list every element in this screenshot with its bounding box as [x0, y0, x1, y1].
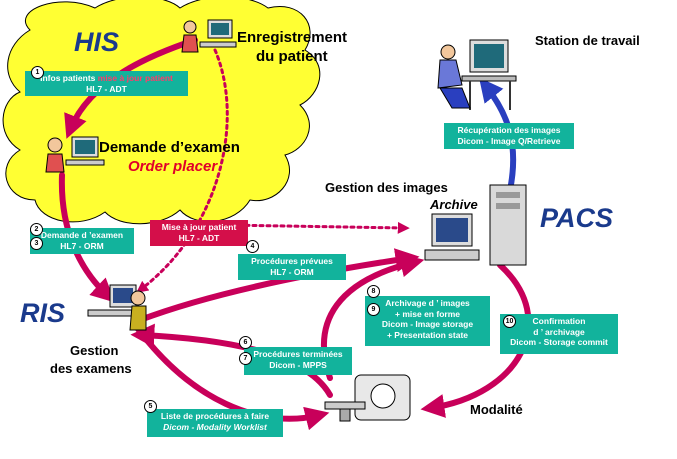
msg-1-adt: Infos patients mise à jour patient HL7 -… [25, 71, 188, 96]
arrow-ris-to-modality-worklist [132, 322, 330, 431]
msg-mise-a-jour-patient: Mise à jour patient HL7 - ADT [150, 220, 248, 246]
msg-10-line2: d ’ archivage [533, 326, 585, 337]
demande-examen-label: Demande d’examen [99, 139, 240, 156]
des-examens-label: des examens [50, 361, 132, 376]
msg-3-line1: HL7 - ORM [60, 240, 104, 251]
step-number-6: 6 [239, 336, 252, 349]
modalite-label: Modalité [470, 402, 523, 417]
msg-5-line2: Dicom - Modality Worklist [163, 421, 267, 432]
msg-4-line2: HL7 - ORM [270, 266, 314, 277]
step-number-9: 9 [367, 303, 380, 316]
msg-5-line1: Liste de procédures à faire [160, 411, 270, 421]
ris-workstation-icon [87, 284, 147, 331]
step-number-8: 8 [367, 285, 380, 298]
msg-retrieve-line1: Récupération des images [457, 125, 561, 135]
station-travail-label: Station de travail [535, 33, 640, 48]
his-cloud [2, 0, 321, 225]
his-system-label: HIS [74, 27, 120, 57]
msg-2-line1: Demande d ’examen [40, 230, 124, 240]
msg-5-modality-worklist: Liste de procédures à faire Dicom - Moda… [147, 409, 283, 437]
enregistrement-label: Enregistrement [237, 29, 348, 46]
pacs-archive-icon [424, 184, 527, 266]
msg-10-storage-commit: Confirmation d ’ archivage Dicom - Stora… [500, 314, 618, 354]
msg-6-line2: Dicom - MPPS [269, 359, 327, 370]
archive-label: Archive [430, 197, 478, 212]
msg-4-line1: Procédures prévues [251, 256, 333, 266]
step-number-7: 7 [239, 352, 252, 365]
msg-10-line1: Confirmation [532, 316, 586, 326]
dotted-arrow-update-to-ris [136, 48, 229, 293]
msg-1-line1a: Infos patients [40, 73, 96, 83]
ris-system-label: RIS [20, 298, 66, 328]
msg-10-line3: Dicom - Storage commit [510, 337, 608, 347]
msg-6-line1: Procédures terminées [253, 349, 343, 359]
order-placer-workstation-icon [45, 136, 105, 173]
msg-9-line1: Dicom - Image storage [381, 319, 474, 329]
du-patient-label: du patient [256, 48, 328, 65]
msg-8-9-image-storage: Archivage d ’ images + mise en forme Dic… [365, 296, 490, 346]
msg-8-line1: Archivage d ’ images [385, 298, 470, 308]
gestion-label: Gestion [70, 343, 119, 358]
msg-retrieve-line2: Dicom - Image Q/Retrieve [457, 135, 561, 146]
msg-4-orm: Procédures prévues HL7 - ORM [238, 254, 346, 280]
gestion-images-label: Gestion des images [325, 180, 448, 195]
step-number-4: 4 [246, 240, 259, 253]
msg-1-line1b: mise à jour patient [97, 73, 173, 83]
msg-update-line1: Mise à jour patient [161, 222, 237, 232]
step-number-5: 5 [144, 400, 157, 413]
order-placer-label: Order placer [128, 158, 218, 175]
pacs-system-label: PACS [540, 203, 614, 233]
radiologist-workstation-icon [437, 39, 517, 110]
registration-workstation-icon [181, 19, 237, 53]
msg-update-line2: HL7 - ADT [178, 232, 220, 243]
msg-1-line2: HL7 - ADT [86, 83, 127, 94]
msg-9-line2: + Presentation state [386, 329, 468, 340]
arrow-ris-to-archive [137, 248, 420, 323]
step-number-3: 3 [30, 237, 43, 250]
msg-8-line2: + mise en forme [395, 308, 460, 319]
step-number-10: 10 [503, 315, 516, 328]
msg-image-retrieve: Récupération des images Dicom - Image Q/… [444, 123, 574, 149]
step-number-2: 2 [30, 223, 43, 236]
msg-2-3-orm: Demande d ’examen HL7 - ORM [30, 228, 134, 254]
msg-6-7-mpps: Procédures terminées Dicom - MPPS [244, 347, 352, 375]
modality-scanner-icon [324, 374, 411, 422]
step-number-1: 1 [31, 66, 44, 79]
dotted-arrow-his-to-archive [223, 221, 410, 234]
